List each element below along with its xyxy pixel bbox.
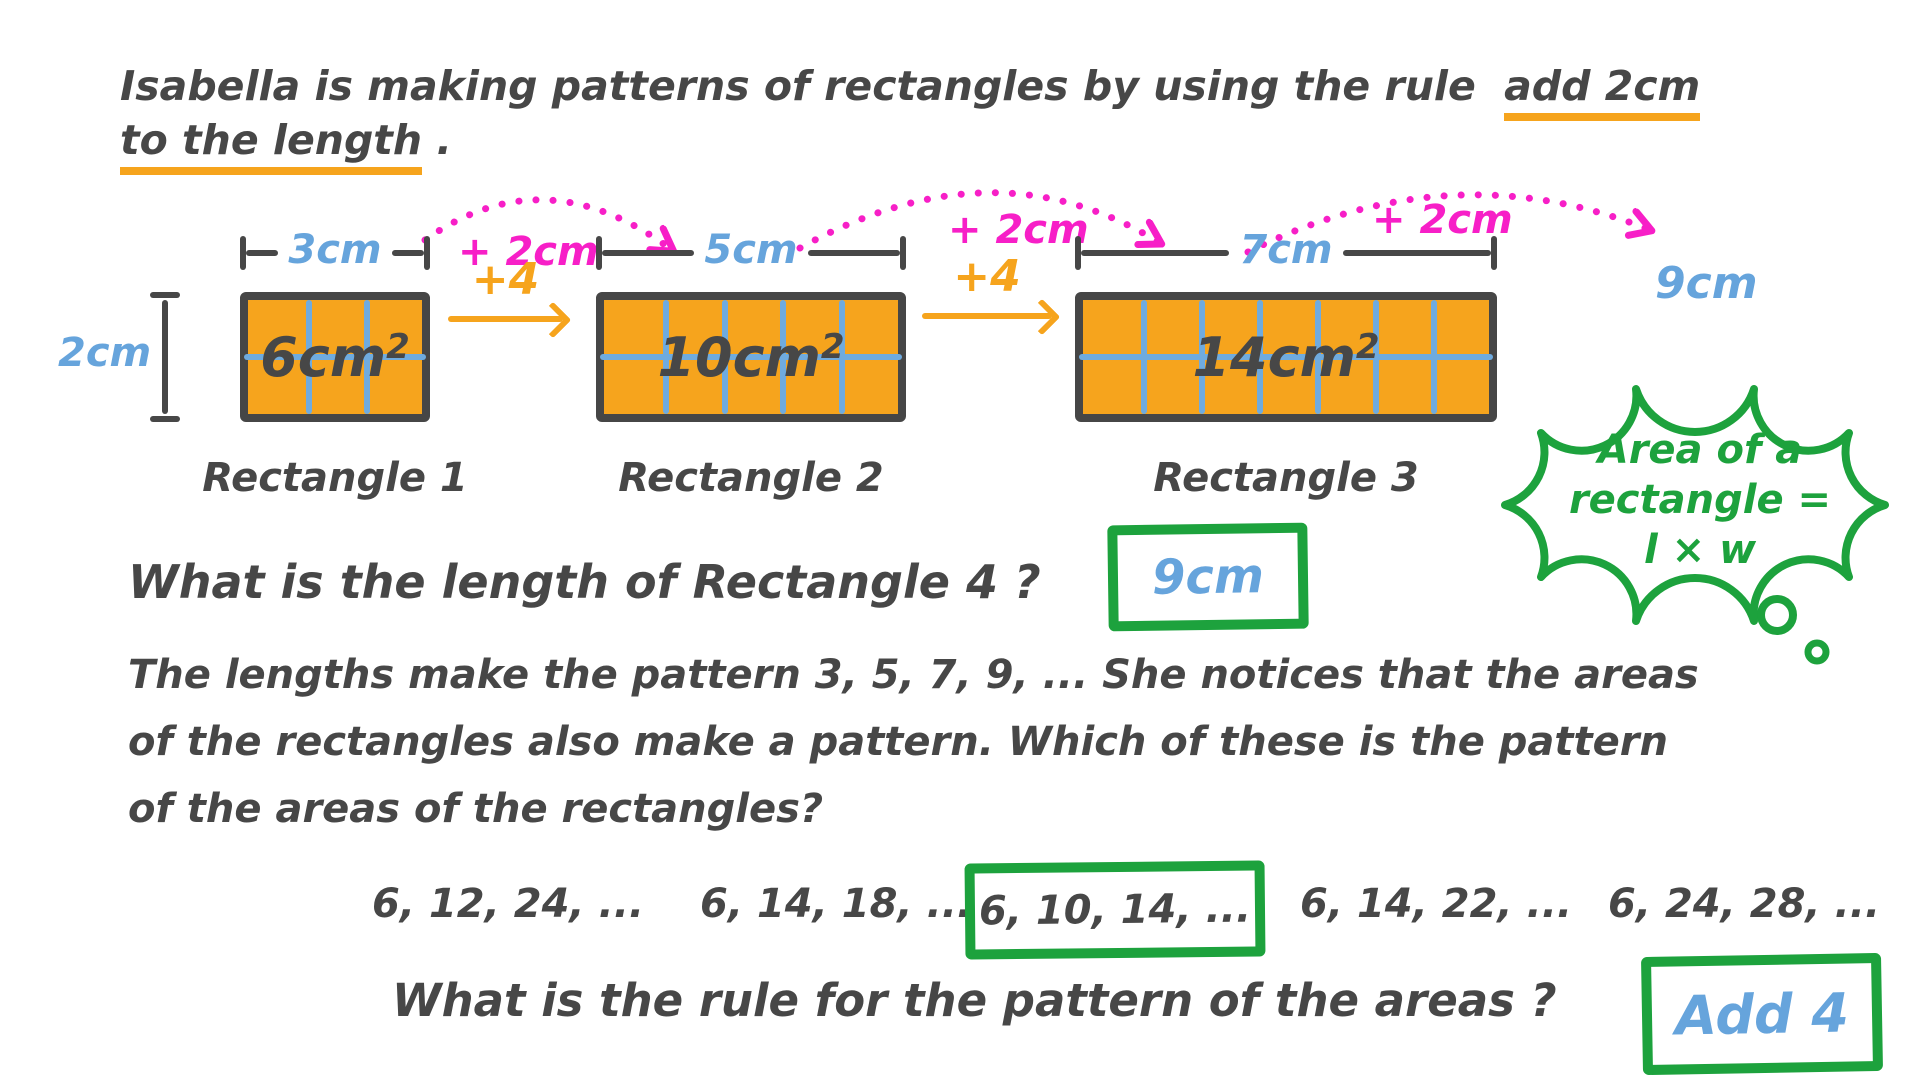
option-3-selected-box: 6, 10, 14, ...	[964, 860, 1266, 960]
intro-rule-underlined-2: to the length	[120, 116, 423, 175]
length-dimension-rect1: 3cm	[240, 230, 431, 270]
width-dimension	[150, 292, 180, 422]
thought-trail-bubble	[1804, 639, 1830, 665]
rectangle-2-name: Rectangle 2	[618, 455, 884, 501]
area-value: 14cm	[1192, 325, 1356, 389]
area-label-rect3: 14cm2	[1192, 330, 1379, 385]
option-2: 6, 14, 18, ...	[700, 881, 973, 927]
dim-tick	[900, 236, 907, 270]
dim-line	[807, 250, 901, 256]
dim-tick	[150, 292, 180, 298]
dim-line	[1081, 250, 1230, 256]
length-dimension-rect3: 7cm	[1075, 230, 1498, 270]
length-dimension-rect2: 5cm	[596, 230, 907, 270]
dim-tick	[1491, 236, 1498, 270]
option-4: 6, 14, 22, ...	[1300, 881, 1573, 927]
dim-line	[391, 250, 425, 256]
dim-line	[162, 300, 168, 414]
area-label-rect2: 10cm2	[657, 330, 844, 385]
intro-line-2: to the length .	[120, 116, 452, 175]
add-2cm-label-2: + 2cm	[948, 207, 1089, 253]
bubble-line-1: Area of a	[1597, 427, 1803, 473]
question-1-answer-box: 9cm	[1107, 522, 1309, 632]
rectangle-3-figure: 14cm2	[1075, 292, 1497, 422]
dim-line	[246, 250, 279, 256]
dim-tick	[596, 236, 602, 270]
paragraph-line-2: of the rectangles also make a pattern. W…	[128, 719, 1668, 765]
question-2-text: What is the rule for the pattern of the …	[392, 974, 1557, 1027]
dim-line	[602, 250, 695, 256]
thought-trail-bubble	[1757, 595, 1797, 635]
dim-tick	[1075, 236, 1081, 270]
intro-period: .	[436, 116, 452, 164]
option-3: 6, 10, 14, ...	[978, 885, 1252, 935]
area-value: 6cm	[260, 325, 387, 389]
right-arrow-icon	[922, 313, 1052, 319]
add-2cm-label-1: + 2cm	[458, 229, 599, 275]
right-arrow-icon	[448, 316, 563, 322]
paragraph-line-1: The lengths make the pattern 3, 5, 7, 9,…	[128, 652, 1699, 698]
rectangle-3-name: Rectangle 3	[1153, 455, 1419, 501]
intro-line-1-text: Isabella is making patterns of rectangle…	[120, 62, 1476, 110]
option-1: 6, 12, 24, ...	[372, 881, 645, 927]
rectangle-1-figure: 6cm2	[240, 292, 430, 422]
rectangle-2-figure: 10cm2	[596, 292, 906, 422]
thought-bubble-text: Area of a rectangle = l × w	[1530, 425, 1870, 575]
intro-line-1: Isabella is making patterns of rectangle…	[120, 62, 1701, 121]
add-4-label-2: +4	[953, 251, 1021, 302]
area-label-rect1: 6cm2	[260, 330, 410, 385]
next-length-label: 9cm	[1655, 258, 1758, 309]
area-value: 10cm	[657, 325, 821, 389]
area-exponent: 2	[386, 326, 410, 367]
area-exponent: 2	[820, 326, 845, 367]
add-4-arrow-2: +4	[922, 255, 1052, 319]
rectangle-1-name: Rectangle 1	[202, 455, 468, 501]
bubble-line-3: l × w	[1643, 527, 1757, 573]
dim-line	[1342, 250, 1492, 256]
width-label: 2cm	[58, 330, 152, 376]
grid-line	[1079, 354, 1493, 360]
grid-line	[244, 354, 426, 360]
dim-tick	[424, 236, 431, 270]
option-5: 6, 24, 28, ...	[1608, 881, 1881, 927]
question-1-text: What is the length of Rectangle 4 ?	[128, 555, 1041, 609]
length-label-rect1: 3cm	[288, 227, 382, 273]
dim-tick	[240, 236, 246, 270]
paragraph-line-3: of the areas of the rectangles?	[128, 786, 824, 832]
grid-line	[600, 354, 902, 360]
length-label-rect2: 5cm	[704, 227, 798, 273]
question-2-answer-box: Add 4	[1640, 952, 1884, 1076]
add-2cm-label-3: + 2cm	[1372, 197, 1513, 243]
intro-rule-underlined: add 2cm	[1504, 62, 1701, 121]
dim-tick	[150, 416, 180, 422]
question-2-answer: Add 4	[1674, 980, 1850, 1048]
question-1-answer: 9cm	[1151, 548, 1265, 606]
add-4-arrow-1: +4	[448, 258, 563, 322]
area-exponent: 2	[1355, 326, 1380, 367]
add-4-label-1: +4	[471, 254, 540, 305]
length-label-rect3: 7cm	[1239, 227, 1333, 273]
bubble-line-2: rectangle =	[1568, 477, 1832, 523]
